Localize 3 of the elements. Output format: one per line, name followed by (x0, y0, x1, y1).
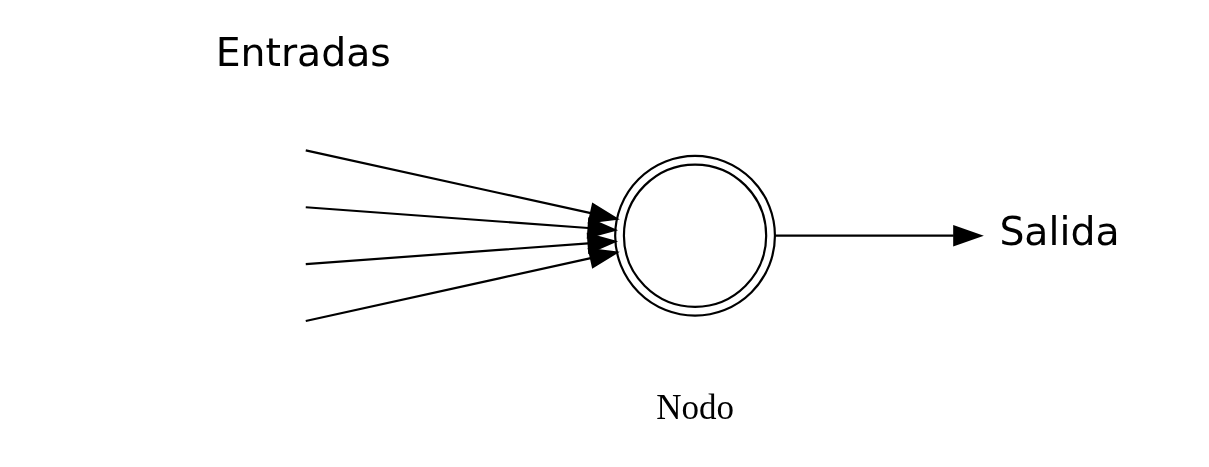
node-label: Nodo (655, 388, 734, 428)
node-text: Salida (998, 208, 1120, 255)
label: Entradas (215, 28, 391, 75)
